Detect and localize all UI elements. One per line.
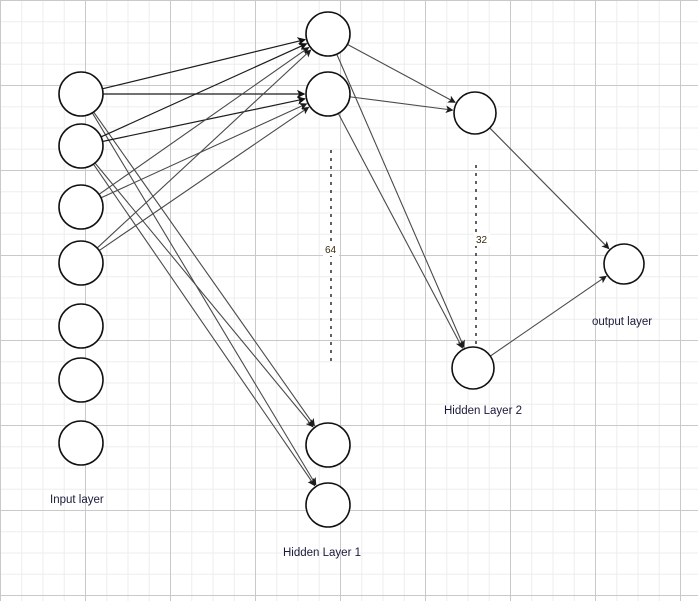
node-out-1[interactable] [603,243,645,285]
node-h1-2[interactable] [305,71,351,117]
edge-in-4-to-h1-1 [97,49,312,249]
edge-h2-2-to-out-1 [490,275,607,357]
edge-h1-1-to-h2-1 [347,44,456,103]
node-in-2[interactable] [58,123,104,169]
node-in-4[interactable] [58,240,104,286]
edges-group [92,37,610,487]
edge-h1-1-to-h2-2 [336,54,465,349]
edge-h1-2-to-h2-2 [338,113,463,349]
edge-in-2-to-h1-4 [93,164,316,487]
node-in-3[interactable] [58,184,104,230]
edge-in-2-to-h1-3 [94,162,314,428]
edge-h1-2-to-h2-1 [350,96,454,114]
input-layer-label: Input layer [50,494,104,506]
node-h1-4[interactable] [305,482,351,528]
node-in-1[interactable] [58,71,104,117]
edge-h2-1-to-out-1 [489,127,610,250]
node-h2-2[interactable] [451,346,495,390]
hidden-2-count-backdrop [474,233,490,246]
node-h1-1[interactable] [305,11,351,57]
node-h1-3[interactable] [305,422,351,468]
edge-in-3-to-h1-2 [101,103,308,199]
edge-in-4-to-h1-2 [99,106,310,251]
edge-in-3-to-h1-1 [99,47,310,195]
edge-in-2-to-h1-2 [102,96,306,142]
node-in-7[interactable] [58,420,104,466]
nodes-group [58,11,645,528]
edge-in-1-to-h1-1 [102,37,306,90]
node-in-5[interactable] [58,303,104,349]
ellipsis-group [330,150,477,365]
edge-in-2-to-h1-1 [101,43,308,138]
output-layer-label: output layer [592,316,652,328]
hidden-2-count: 32 [476,235,488,246]
hidden-1-count: 64 [325,245,337,256]
node-in-6[interactable] [58,357,104,403]
edge-in-1-to-h1-4 [92,113,317,486]
node-h2-1[interactable] [453,91,497,135]
edge-in-1-to-h1-3 [93,112,315,427]
hidden-layer-1-label: Hidden Layer 1 [283,547,361,559]
hidden-1-count-backdrop [323,243,339,256]
hidden-layer-2-label: Hidden Layer 2 [444,405,522,417]
